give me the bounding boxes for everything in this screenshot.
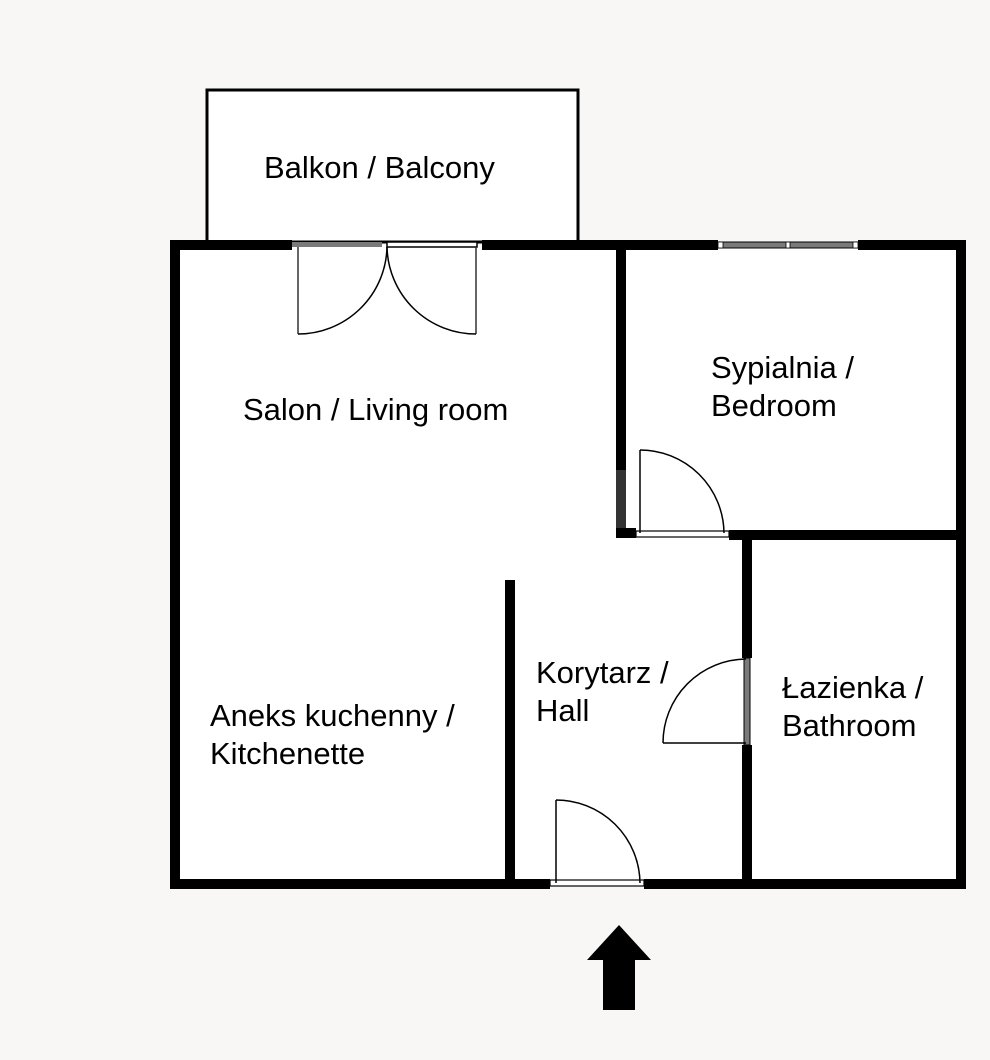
interior-walls	[505, 245, 966, 885]
bedroom-door	[635, 449, 730, 538]
bathroom-label-line1: Łazienka /	[782, 670, 924, 705]
balcony-door	[292, 241, 478, 335]
kitchenette-label: Aneks kuchenny / Kitchenette	[210, 697, 455, 773]
hall-label-line2: Hall	[536, 693, 590, 728]
balcony-floor	[205, 88, 580, 244]
bathroom-door	[662, 657, 751, 746]
apartment-floor	[175, 245, 961, 884]
arrow-up-icon	[587, 925, 651, 1010]
bathroom-label-line2: Bathroom	[782, 708, 917, 743]
living-room-label-line1: Salon / Living room	[243, 392, 509, 427]
kitchenette-label-line1: Aneks kuchenny /	[210, 698, 455, 733]
kitchenette-label-line2: Kitchenette	[210, 736, 366, 771]
bedroom-label-line1: Sypialnia /	[711, 350, 855, 385]
bathroom-label: Łazienka / Bathroom	[782, 669, 923, 745]
bedroom-window	[717, 241, 859, 249]
balcony-label-line1: Balkon / Balcony	[264, 150, 495, 185]
hall-label-line1: Korytarz /	[536, 655, 669, 690]
hall-label: Korytarz / Hall	[536, 654, 669, 730]
bedroom-label: Sypialnia / Bedroom	[711, 349, 854, 425]
bedroom-label-line2: Bedroom	[711, 388, 837, 423]
living-room-label: Salon / Living room	[243, 391, 508, 429]
entrance-door	[549, 799, 645, 887]
balcony-label: Balkon / Balcony	[264, 149, 495, 187]
outer-walls	[170, 240, 966, 889]
